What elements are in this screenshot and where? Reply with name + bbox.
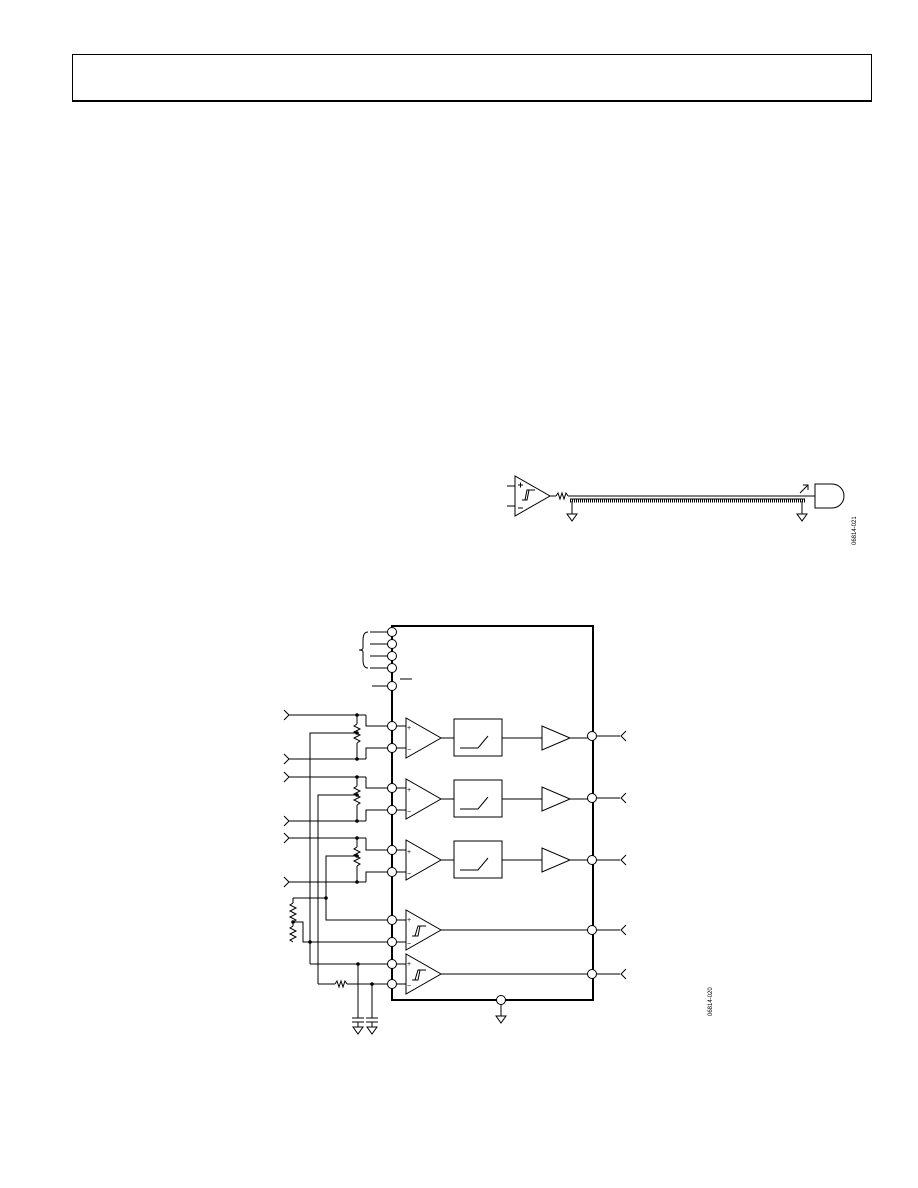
svg-text:+: + — [407, 725, 411, 732]
comparator-1 — [387, 909, 627, 951]
svg-text:+: + — [407, 961, 411, 968]
channel-1 — [387, 717, 627, 759]
comparator-symbol — [514, 475, 552, 517]
channel-3 — [387, 839, 627, 881]
comparator-2 — [387, 953, 627, 995]
svg-text:−: − — [407, 809, 411, 816]
page-header-box — [72, 54, 872, 102]
ground-icon — [495, 1015, 507, 1024]
svg-text:−: − — [407, 871, 411, 878]
ground-icon — [796, 513, 808, 522]
brace — [358, 631, 369, 669]
svg-text:+: + — [407, 917, 411, 924]
svg-text:−: − — [407, 983, 411, 990]
svg-text:+: + — [407, 849, 411, 856]
ic-package — [391, 625, 594, 1001]
figure-code: 06814-020 — [708, 987, 714, 1016]
svg-text:−: − — [407, 747, 411, 754]
svg-text:−: − — [407, 941, 411, 948]
channel-2 — [387, 778, 627, 820]
resistor-symbol — [555, 491, 569, 501]
svg-text:+: + — [407, 787, 411, 794]
input-network — [283, 709, 388, 1035]
ground-icon — [566, 513, 578, 522]
pin-group — [358, 627, 412, 691]
load-symbol — [814, 483, 845, 509]
figure-code: 06814-021 — [852, 516, 858, 545]
hysteresis-icon — [522, 489, 535, 501]
